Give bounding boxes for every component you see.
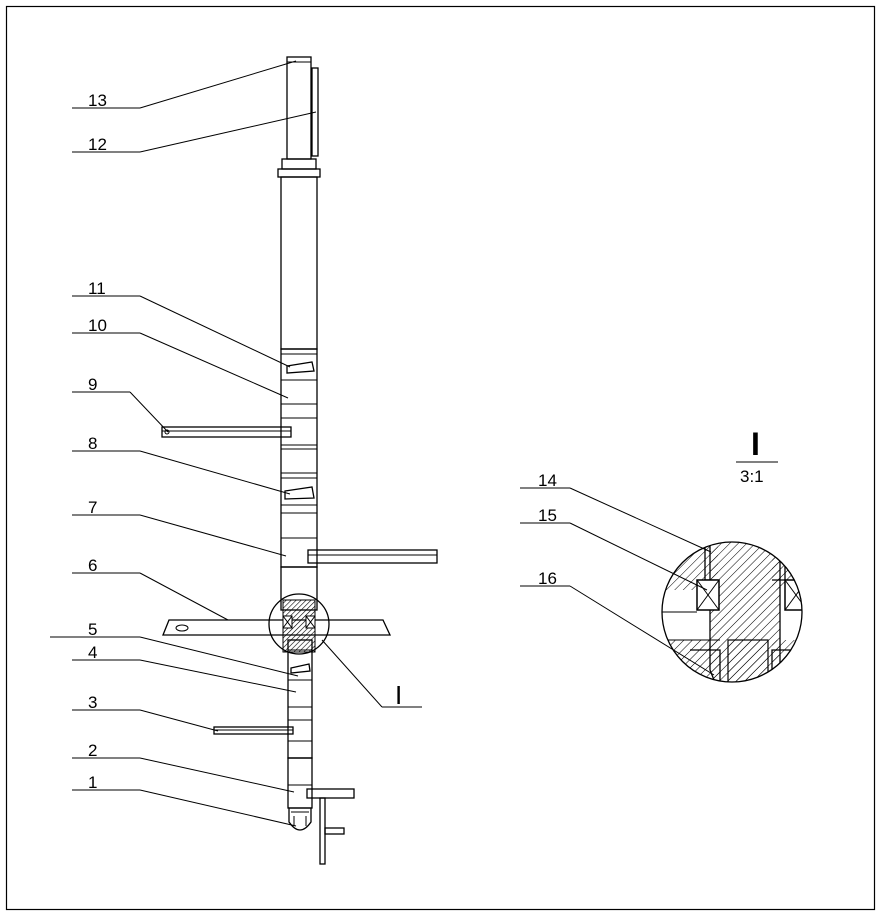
part-label-16: 16: [538, 569, 557, 588]
part-label-15: 15: [538, 506, 557, 525]
slot-upper: [286, 361, 315, 374]
part-label-14: 14: [538, 471, 557, 490]
part-label-5: 5: [88, 620, 97, 639]
lower-bracket-plate: [306, 788, 355, 799]
part-label-11: 11: [88, 279, 106, 298]
detail-view: [661, 541, 803, 683]
pole-foot: [288, 807, 312, 831]
detail-view-title: I: [751, 426, 760, 462]
drawing-frame: [5, 5, 876, 911]
detail-circle-small: [268, 593, 330, 655]
arm-7: [307, 549, 438, 564]
pole-assembly: [277, 56, 355, 865]
detail-view-scale: 3:1: [740, 467, 764, 486]
labels: 13 12 11 10 9 8 7 6 5 4 3 2 1 14 15 16 I…: [88, 91, 764, 792]
part-label-6: 6: [88, 556, 97, 575]
segmented-tube: [280, 348, 318, 568]
top-tube: [286, 56, 312, 160]
part-label-13: 13: [88, 91, 107, 110]
part-label-12: 12: [88, 135, 107, 154]
part-label-8: 8: [88, 434, 97, 453]
lower-tube: [287, 639, 313, 759]
plate-6: [162, 619, 392, 636]
part-label-4: 4: [88, 643, 97, 662]
arm-9: [161, 426, 292, 438]
leader-lines: [50, 60, 778, 827]
part-label-2: 2: [88, 741, 97, 760]
slot-middle: [284, 486, 315, 500]
part-label-9: 9: [88, 375, 97, 394]
detail-circle-large: [661, 541, 803, 683]
part-label-3: 3: [88, 693, 97, 712]
part-label-10: 10: [88, 316, 107, 335]
slot-lower: [290, 663, 311, 674]
lower-bracket-rod: [319, 797, 326, 865]
part-label-7: 7: [88, 498, 97, 517]
part-label-1: 1: [88, 773, 97, 792]
detail-callout-label: I: [395, 680, 402, 710]
top-tube-scale: [311, 67, 319, 157]
upper-main-tube: [280, 176, 318, 350]
